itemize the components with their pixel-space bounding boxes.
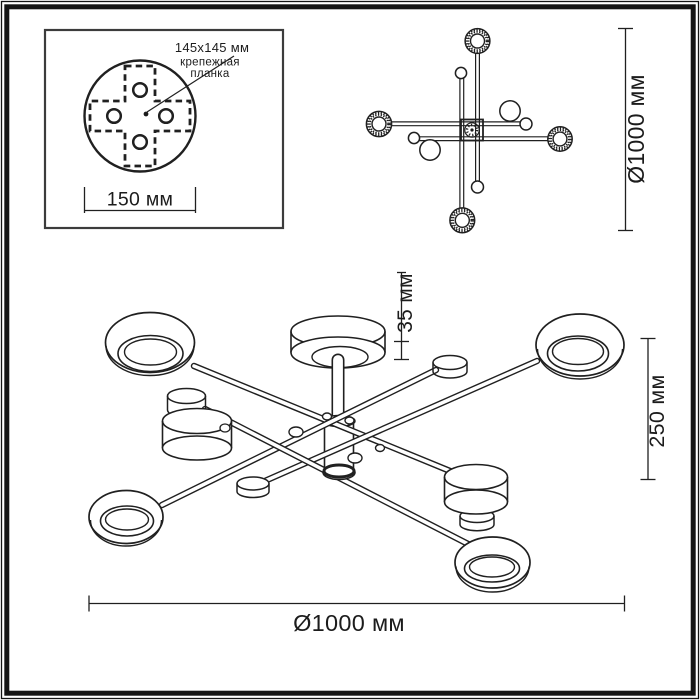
dimension-canopy-height: 35 мм [394,271,417,361]
cylinder-lamp-left [161,387,233,461]
rod-to-ring-topleft [190,362,454,475]
counterweight-disc-center [432,354,468,379]
cylinder-lamp-bottom [443,463,509,532]
ring-shade-right [547,126,573,152]
mounting-bracket-outline [88,64,192,168]
dimension-diameter-side-view: Ø1000 мм [88,595,626,636]
bracket-size-label: 145x145 мм [175,40,249,55]
top-view-ring-shades [365,27,573,234]
screw-hole-icon [157,107,175,125]
mounting-plate-circle [83,59,197,173]
hub-knurl [464,122,480,138]
hub-bottom-cap [322,463,356,481]
dim-diameter-bottom-label: Ø1000 мм [293,610,405,636]
side-view: 35 мм 250 мм Ø1000 мм [88,271,669,636]
screw-hole-icon [105,107,123,125]
dim-150-label: 150 мм [107,189,174,211]
dimension-150: 150 мм [83,187,197,213]
rod-to-ring-right [254,357,541,488]
bracket-name-label-1: крепежная [180,57,240,69]
center-point [143,111,149,117]
dimension-drop-height: 250 мм [640,337,669,481]
top-view-rods [391,52,549,208]
top-view-cylinder-lamps [419,100,521,161]
screw-holes [105,81,175,151]
ring-light-topleft [104,311,196,377]
counterweight-disc-left [236,476,270,499]
screw-hole-icon [131,81,149,99]
screw-hole-icon [131,133,149,151]
dimension-diameter-top-view: Ø1000 мм [618,27,649,232]
ceiling-mount-square [460,118,484,142]
ring-shade-left [365,110,393,138]
ring-light-right [535,313,625,380]
ring-light-bottomright [454,536,531,593]
detail-inset: 145x145 мм крепежная планка 150 мм [43,28,285,230]
dim-35-label: 35 мм [394,273,417,333]
ring-light-bottomleft [88,489,164,547]
top-view: Ø1000 мм [365,27,649,234]
ring-shade-top [464,27,491,55]
ring-shade-bottom [449,207,476,234]
bracket-name-label-2: планка [190,68,229,80]
hub-joints [288,412,386,464]
leader-line [146,55,235,113]
rod-to-ring-bottomleft [158,366,440,509]
dim-diameter-label: Ø1000 мм [623,74,649,183]
top-view-counterweights [407,66,533,194]
dim-250-label: 250 мм [645,374,669,447]
